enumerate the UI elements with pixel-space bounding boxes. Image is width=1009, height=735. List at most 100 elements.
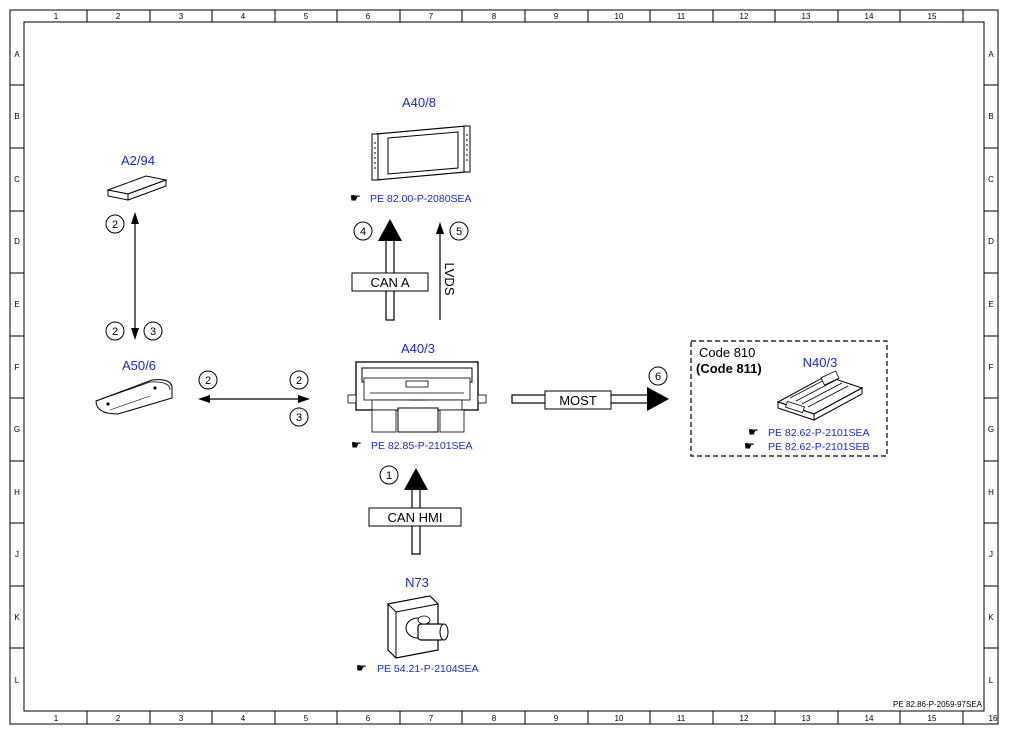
n40-3-code-811: (Code 811) bbox=[696, 361, 762, 376]
marker-6: 6 bbox=[648, 366, 668, 386]
display-unit-icon bbox=[371, 125, 471, 181]
marker-5: 5 bbox=[449, 221, 469, 241]
row-label: K bbox=[988, 613, 994, 622]
head-unit-icon bbox=[347, 361, 487, 433]
ref-n73[interactable]: ☛ PE 54.21-P-2104SEA bbox=[356, 661, 479, 675]
n73-label: N73 bbox=[405, 575, 429, 590]
n40-3-label: N40/3 bbox=[803, 355, 838, 370]
col-label: 7 bbox=[429, 12, 434, 21]
row-label: B bbox=[988, 112, 993, 121]
ref-link-n40-3-b[interactable]: PE 82.62-P-2101SEB bbox=[768, 441, 870, 453]
ref-link-a40-3[interactable]: PE 82.85-P-2101SEA bbox=[371, 440, 473, 452]
svg-text:2: 2 bbox=[296, 375, 302, 387]
row-label: E bbox=[14, 300, 19, 309]
ref-n40-3-a[interactable]: ☛ PE 82.62-P-2101SEA bbox=[748, 425, 870, 439]
ref-link-n73[interactable]: PE 54.21-P-2104SEA bbox=[377, 663, 479, 675]
row-label: F bbox=[15, 363, 20, 372]
row-label: L bbox=[989, 676, 994, 685]
col-label: 6 bbox=[366, 12, 371, 21]
row-label: H bbox=[14, 488, 20, 497]
col-label: 10 bbox=[615, 714, 624, 723]
col-label: 8 bbox=[492, 714, 497, 723]
col-label: 14 bbox=[865, 714, 874, 723]
row-label: J bbox=[15, 550, 19, 559]
link-a50-6-a40-3 bbox=[198, 395, 310, 403]
row-label: G bbox=[988, 425, 994, 434]
lvds-label: LVDS bbox=[442, 263, 457, 296]
n40-3-code-box bbox=[690, 340, 888, 457]
row-label: G bbox=[14, 425, 20, 434]
col-label: 15 bbox=[928, 714, 937, 723]
svg-text:1: 1 bbox=[386, 470, 392, 482]
can-hmi-label: CAN HMI bbox=[388, 510, 443, 525]
row-label: D bbox=[988, 237, 994, 246]
pointing-hand-icon: ☛ bbox=[748, 425, 759, 439]
a50-6-label: A50/6 bbox=[122, 358, 156, 373]
module-a2-94-icon bbox=[106, 175, 168, 201]
col-label: 4 bbox=[241, 714, 246, 723]
svg-text:2: 2 bbox=[112, 326, 118, 338]
col-label: 11 bbox=[677, 714, 686, 723]
ref-a40-3[interactable]: ☛ PE 82.85-P-2101SEA bbox=[351, 438, 473, 452]
marker-2-right: 2 bbox=[289, 370, 309, 390]
marker-4: 4 bbox=[353, 221, 373, 241]
col-label: 8 bbox=[492, 12, 497, 21]
pointing-hand-icon: ☛ bbox=[356, 661, 367, 675]
row-label: D bbox=[14, 237, 20, 246]
most-label: MOST bbox=[559, 393, 597, 408]
col-label: 15 bbox=[928, 12, 937, 21]
row-label: L bbox=[15, 676, 20, 685]
marker-1: 1 bbox=[379, 465, 399, 485]
ref-a40-8[interactable]: ☛ PE 82.00-P-2080SEA bbox=[350, 191, 472, 205]
col-label: 2 bbox=[116, 12, 121, 21]
col-label: 5 bbox=[304, 714, 309, 723]
col-label: 5 bbox=[304, 12, 309, 21]
col-label: 7 bbox=[429, 714, 434, 723]
lvds-arrow bbox=[436, 222, 444, 320]
a40-8-label: A40/8 bbox=[402, 95, 436, 110]
pointing-hand-icon: ☛ bbox=[744, 439, 755, 453]
row-label: K bbox=[14, 613, 20, 622]
col-label: 13 bbox=[802, 12, 811, 21]
n40-3-code-810: Code 810 bbox=[699, 345, 755, 360]
col-label: 11 bbox=[677, 12, 686, 21]
pointing-hand-icon: ☛ bbox=[351, 438, 362, 452]
row-label: C bbox=[14, 175, 20, 184]
col-label: 4 bbox=[241, 12, 246, 21]
link-a2-94-a50-6 bbox=[131, 212, 139, 340]
col-label: 9 bbox=[554, 12, 559, 21]
col-label: 2 bbox=[116, 714, 121, 723]
row-label: H bbox=[988, 488, 994, 497]
col-label: 13 bbox=[802, 714, 811, 723]
col-label: 12 bbox=[740, 12, 749, 21]
amplifier-icon bbox=[776, 370, 864, 421]
left-row-labels: A B C D E F G H J K L bbox=[14, 50, 20, 685]
row-label: E bbox=[988, 300, 993, 309]
top-column-labels: 1 2 3 4 5 6 7 8 9 10 11 12 13 14 15 bbox=[54, 12, 937, 21]
col-label: 10 bbox=[615, 12, 624, 21]
col-label: 3 bbox=[179, 714, 184, 723]
col-label: 14 bbox=[865, 12, 874, 21]
row-label: F bbox=[989, 363, 994, 372]
row-label: A bbox=[988, 50, 994, 59]
marker-3-a50-6: 3 bbox=[143, 321, 163, 341]
right-row-labels: A B C D E F G H J K L bbox=[988, 50, 994, 685]
col-label: 16 bbox=[989, 714, 998, 723]
can-a-label: CAN A bbox=[370, 275, 409, 290]
footer-reference: PE 82.86-P-2059-97SEA bbox=[893, 700, 983, 709]
a40-3-label: A40/3 bbox=[401, 341, 435, 356]
col-label: 1 bbox=[54, 12, 59, 21]
can-a-bus-arrow bbox=[378, 219, 402, 321]
svg-text:6: 6 bbox=[655, 371, 661, 383]
col-label: 1 bbox=[54, 714, 59, 723]
marker-2-a2-94: 2 bbox=[105, 214, 125, 234]
row-label: A bbox=[14, 50, 20, 59]
ref-link-a40-8[interactable]: PE 82.00-P-2080SEA bbox=[370, 193, 472, 205]
ref-n40-3-b[interactable]: ☛ PE 82.62-P-2101SEB bbox=[744, 439, 870, 453]
svg-text:4: 4 bbox=[360, 226, 366, 238]
col-label: 9 bbox=[554, 714, 559, 723]
bottom-column-labels: 1 2 3 4 5 6 7 8 9 10 11 12 13 14 15 16 bbox=[54, 714, 998, 723]
ref-link-n40-3-a[interactable]: PE 82.62-P-2101SEA bbox=[768, 427, 870, 439]
row-label: C bbox=[988, 175, 994, 184]
